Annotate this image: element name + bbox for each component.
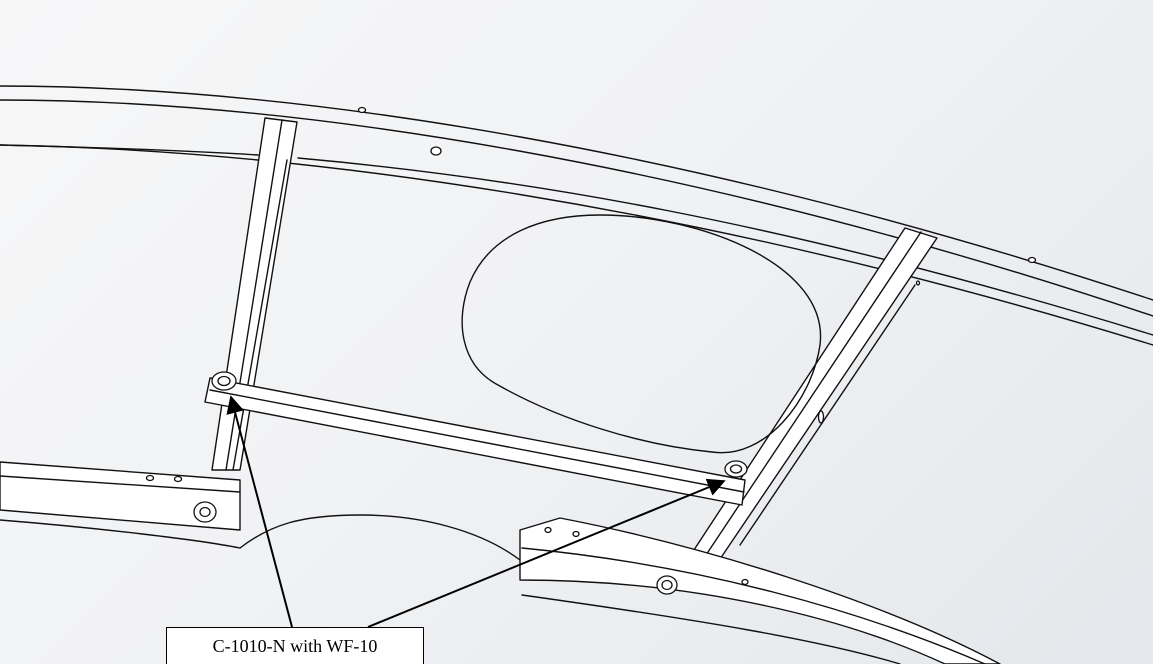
leader-arrow-right — [367, 478, 726, 628]
part-callout-label: C-1010-N with WF-10 — [166, 627, 424, 664]
right-diagonal-post — [689, 227, 938, 563]
leader-arrow-left — [226, 395, 293, 628]
inner-rail-edge — [0, 144, 259, 156]
outer-curved-rail — [0, 85, 1153, 346]
callout-leaders — [226, 395, 726, 628]
lower-left-rail — [0, 461, 241, 549]
wavy-edge — [239, 514, 521, 561]
lower-right-rail — [519, 517, 1001, 664]
circular-cutout — [461, 214, 822, 454]
cross-bar — [204, 371, 748, 506]
